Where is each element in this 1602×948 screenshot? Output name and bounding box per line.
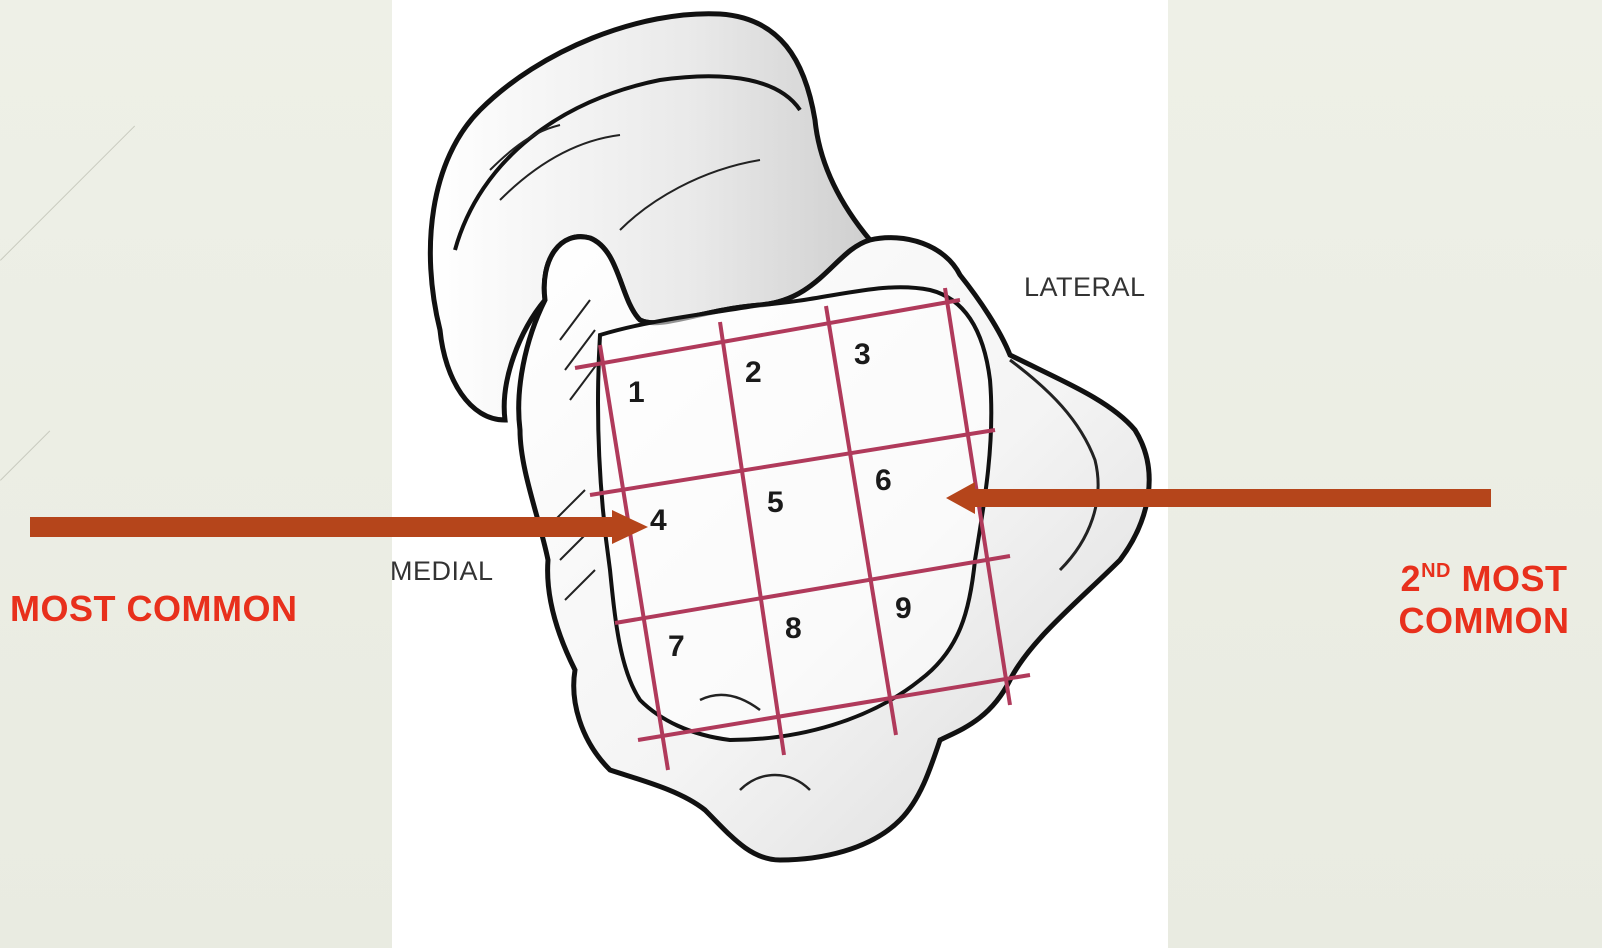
lateral-label: LATERAL: [1024, 272, 1146, 303]
callout-line-1-rest: MOST: [1451, 558, 1568, 599]
zone-number: 5: [767, 486, 784, 519]
zone-number: 9: [895, 592, 912, 625]
zone-number: 1: [628, 376, 645, 409]
callout-ordinal-suffix: ND: [1421, 560, 1451, 582]
zone-number: 4: [650, 504, 667, 537]
zone-number: 2: [745, 356, 762, 389]
most-common-callout: MOST COMMON: [10, 588, 297, 630]
second-most-common-callout: 2ND MOST COMMON: [1378, 550, 1590, 642]
second-most-common-line-1: 2ND MOST: [1378, 550, 1590, 600]
medial-label: MEDIAL: [390, 556, 494, 587]
zone-number: 6: [875, 464, 892, 497]
zone-number: 7: [668, 630, 685, 663]
zone-number: 3: [854, 338, 871, 371]
second-most-common-line-2: COMMON: [1378, 600, 1590, 642]
callout-ordinal-number: 2: [1401, 558, 1422, 599]
zone-number: 8: [785, 612, 802, 645]
